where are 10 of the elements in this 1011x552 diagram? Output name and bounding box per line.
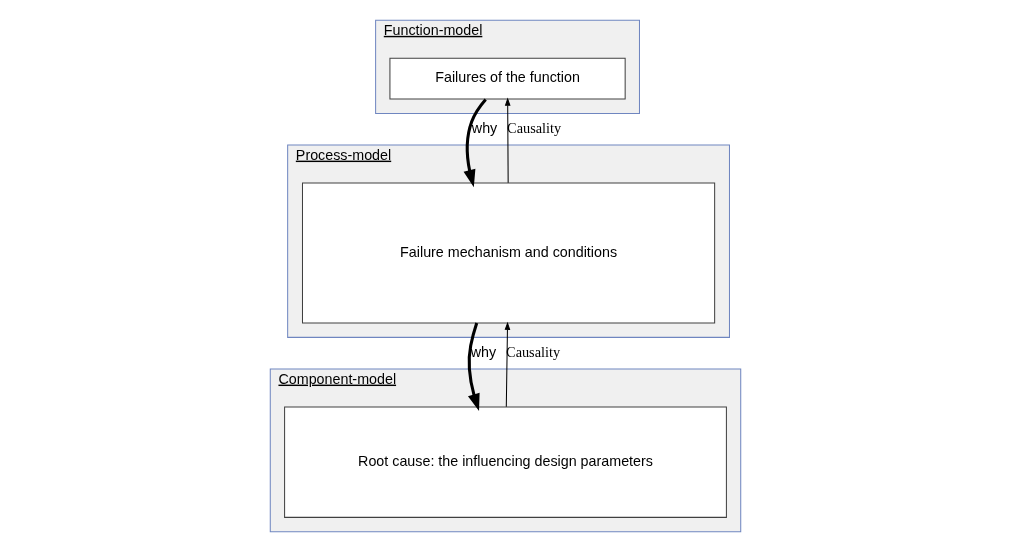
edge-label: Causality xyxy=(506,344,561,360)
node-box: Root cause: the influencing design parameters xyxy=(284,406,727,518)
arrow xyxy=(463,98,487,188)
node-box: Failure mechanism and conditions xyxy=(302,182,716,324)
arrow xyxy=(504,97,511,184)
arrow xyxy=(504,321,511,408)
node-box: Failures of the function xyxy=(389,57,626,100)
edge-label: why xyxy=(471,120,498,137)
arrow xyxy=(467,322,480,412)
edge-label: why xyxy=(470,344,497,360)
